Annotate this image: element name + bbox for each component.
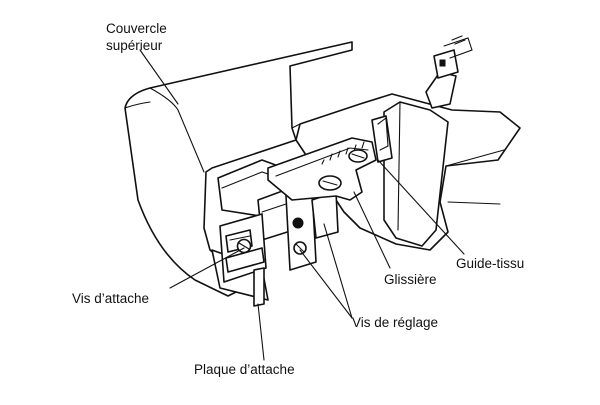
leader-mounting-plate (257, 303, 265, 361)
leader-top-cover (139, 49, 179, 105)
label-slide: Glissière (384, 272, 437, 287)
label-adjusting-screw: Vis de réglage (352, 315, 439, 330)
leader-mounting-screw (169, 247, 245, 289)
guide-slide (267, 116, 389, 201)
label-mounting-screw: Vis d’attache (72, 291, 150, 306)
top-cover (124, 41, 353, 297)
label-top-cover-line1: Couvercle (106, 21, 167, 36)
fabric-guide-bracket (285, 187, 339, 271)
leader-adjusting-screw-1 (323, 223, 353, 319)
label-mounting-plate: Plaque d’attache (194, 362, 295, 377)
label-top-cover-line2: supérieur (106, 38, 163, 53)
leader-slide (353, 191, 391, 269)
leader-adjusting-screw-2 (299, 249, 353, 319)
leader-fabric-guide (377, 159, 465, 255)
leader-lines (139, 49, 465, 361)
label-fabric-guide: Guide-tissu (456, 256, 525, 271)
